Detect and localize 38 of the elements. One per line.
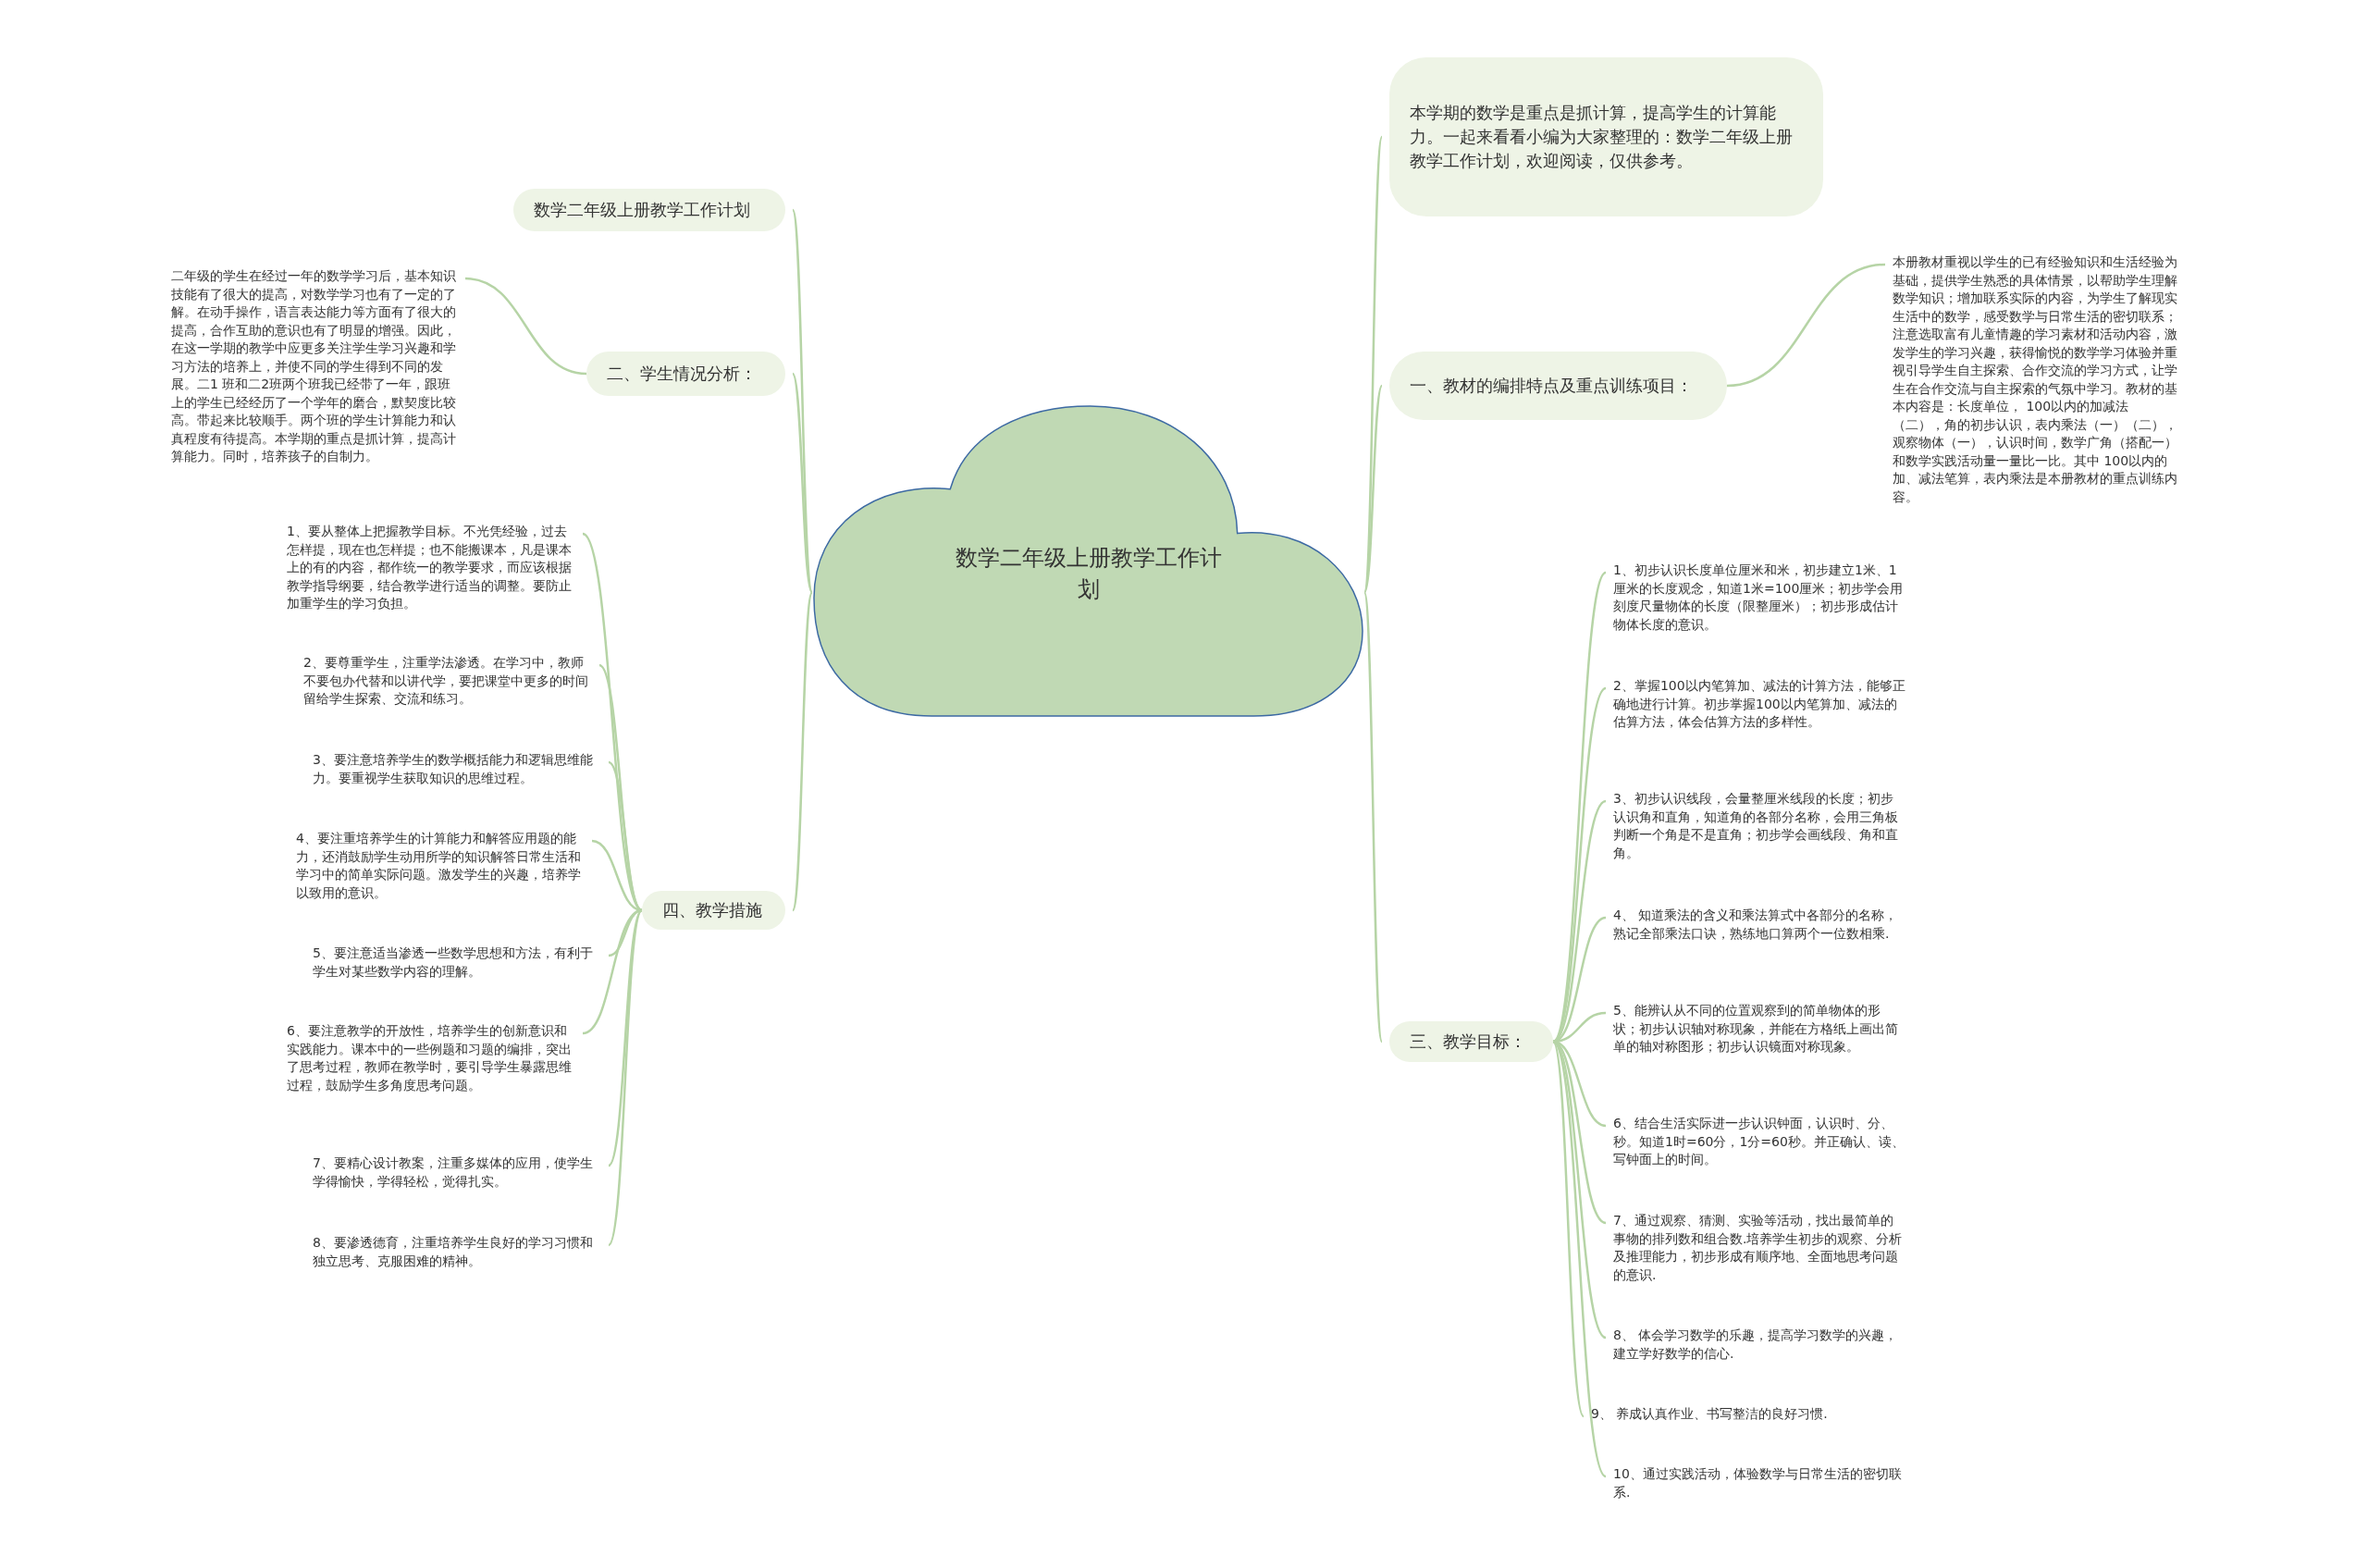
- branch-line: [608, 761, 643, 911]
- topic-box: 四、教学措施: [642, 891, 785, 930]
- branch-line: [791, 592, 814, 911]
- branch-line: [1551, 1041, 1585, 1417]
- note-text: 2、掌握100以内笔算加、减法的计算方法，能够正确地进行计算。初步掌握100以内笔算加、减法的估算方法，体会估算方法的多样性。: [1613, 677, 1906, 732]
- note-text: 2、要尊重学生，注重学法渗透。在学习中，教师不要包办代替和以讲代学，要把课堂中更多的时间留给学生探索、交流和练习。: [303, 654, 592, 709]
- note-text: 6、结合生活实际进一步认识钟面，认识时、分、秒。知道1时=60分，1分=60秒。并正确认、读、写钟面上的时间。: [1613, 1115, 1906, 1169]
- note-text: 本册教材重视以学生的已有经验知识和生活经验为基础，提供学生熟悉的具体情景，以帮助学生理解数学知识；增加联系实际的内容，为学生了解现实生活中的数学，感受数学与日常生活的密切联系；注意选取富有儿童情趣的学习素材和活动内容，激发学生的学习兴趣，获得愉悦的数学学习体验并重视引导学生自主探索、合作交流的学习方式，让学生在合作交流与自主探索的气氛中学习。教材的基本内容是：长度单位， 100以内的加减法（二），角的初步认识，表内乘法（一）（二），观察物体（一），认识时间，数学广角（搭配一）和数学实践活动量一量比一比。其中 100以内的加、减法笔算，表内乘法是本册教材的重点训练内容。: [1893, 253, 2179, 506]
- topic-box: 二、学生情况分析：: [586, 352, 785, 396]
- note-text: 1、初步认识长度单位厘米和米，初步建立1米、1厘米的长度观念，知道1米=100厘米；初步学会用刻度尺量物体的长度（限整厘米）；初步形成估计物体长度的意识。: [1613, 562, 1906, 634]
- note-text: 4、 知道乘法的含义和乘法算式中各部分的名称，熟记全部乘法口诀，熟练地口算两个一位数相乘.: [1613, 907, 1906, 943]
- branch-line: [791, 373, 814, 593]
- note-text: 3、要注意培养学生的数学概括能力和逻辑思维能力。要重视学生获取知识的思维过程。: [313, 751, 601, 787]
- topic-box: 一、教材的编排特点及重点训练项目：: [1389, 352, 1727, 420]
- note-text: 5、要注意适当渗透一些数学思想和方法，有利于学生对某些数学内容的理解。: [313, 945, 601, 981]
- note-text: 10、通过实践活动，体验数学与日常生活的密切联系.: [1613, 1465, 1906, 1501]
- note-text: 1、要从整体上把握教学目标。不光凭经验，过去怎样提，现在也怎样提；也不能搬课本，凡是课本上的有的内容，都作统一的教学要求，而应该根据教学指导纲要，结合教学进行适当的调整。要防止加重学生的学习负担。: [287, 523, 575, 613]
- branch-line: [1726, 263, 1886, 388]
- note-text: 8、要渗透德育，注重培养学生良好的学习习惯和独立思考、克服困难的精神。: [313, 1234, 601, 1270]
- note-text: 二年级的学生在经过一年的数学学习后，基本知识技能有了很大的提高，对数学学习也有了一定的了解。在动手操作，语言表达能力等方面有了很大的提高，合作互助的意识也有了明显的增强。因此，在这一学期的教学中应更多关注学生学习兴趣和学习方法的培养上，并使不同的学生得到不同的发展。二1 班和二2班两个班我已经带了一年，跟班上的学生已经经历了一个学年的磨合，默契度比较高。带起来比较顺手。两个班的学生计算能力和认真程度有待提高。本学期的重点是抓计算，提高计算能力。同时，培养孩子的自制力。: [171, 267, 458, 466]
- note-text: 7、通过观察、猜测、实验等活动，找出最简单的事物的排列数和组合数.培养学生初步的观察、分析及推理能力，初步形成有顺序地、全面地思考问题的意识.: [1613, 1212, 1906, 1284]
- note-text: 5、能辨认从不同的位置观察到的简单物体的形状；初步认识轴对称现象，并能在方格纸上画出简单的轴对称图形；初步认识镜面对称现象。: [1613, 1002, 1906, 1056]
- note-text: 9、 养成认真作业、书写整洁的良好习惯.: [1591, 1405, 1883, 1424]
- branch-line: [1363, 592, 1384, 1043]
- branch-line: [607, 909, 644, 1246]
- branch-line: [1363, 385, 1384, 593]
- central-topic: 数学二年级上册教学工作计划: [954, 544, 1223, 605]
- note-text: 3、初步认识线段，会量整厘米线段的长度；初步认识角和直角，知道角的各部分名称，会用三角板判断一个角是不是直角；初步学会画线段、角和直角。: [1613, 790, 1906, 862]
- note-text: 4、要注重培养学生的计算能力和解答应用题的能力，还消鼓励学生动用所学的知识解答日常生活和学习中的简单实际问题。激发学生的兴趣，培养学以致用的意识。: [296, 830, 585, 902]
- note-text: 6、要注意教学的开放性，培养学生的创新意识和实践能力。课本中的一些例题和习题的编排，突出了思考过程，教师在教学时，要引导学生暴露思维过程，鼓励学生多角度思考问题。: [287, 1022, 575, 1094]
- branch-line: [791, 209, 814, 593]
- branch-line: [608, 909, 643, 1167]
- topic-box: 三、教学目标：: [1389, 1021, 1553, 1062]
- topic-box: 数学二年级上册教学工作计划: [513, 189, 785, 231]
- topic-box: 本学期的数学是重点是抓计算，提高学生的计算能力。一起来看看小编为大家整理的：数学二年级上册教学工作计划，欢迎阅读，仅供参考。: [1389, 57, 1823, 216]
- branch-line: [464, 277, 587, 376]
- note-text: 8、 体会学习数学的乐趣，提高学习数学的兴趣，建立学好数学的信心.: [1613, 1327, 1906, 1363]
- note-text: 7、要精心设计教案，注重多媒体的应用，使学生学得愉快，学得轻松，觉得扎实。: [313, 1154, 601, 1191]
